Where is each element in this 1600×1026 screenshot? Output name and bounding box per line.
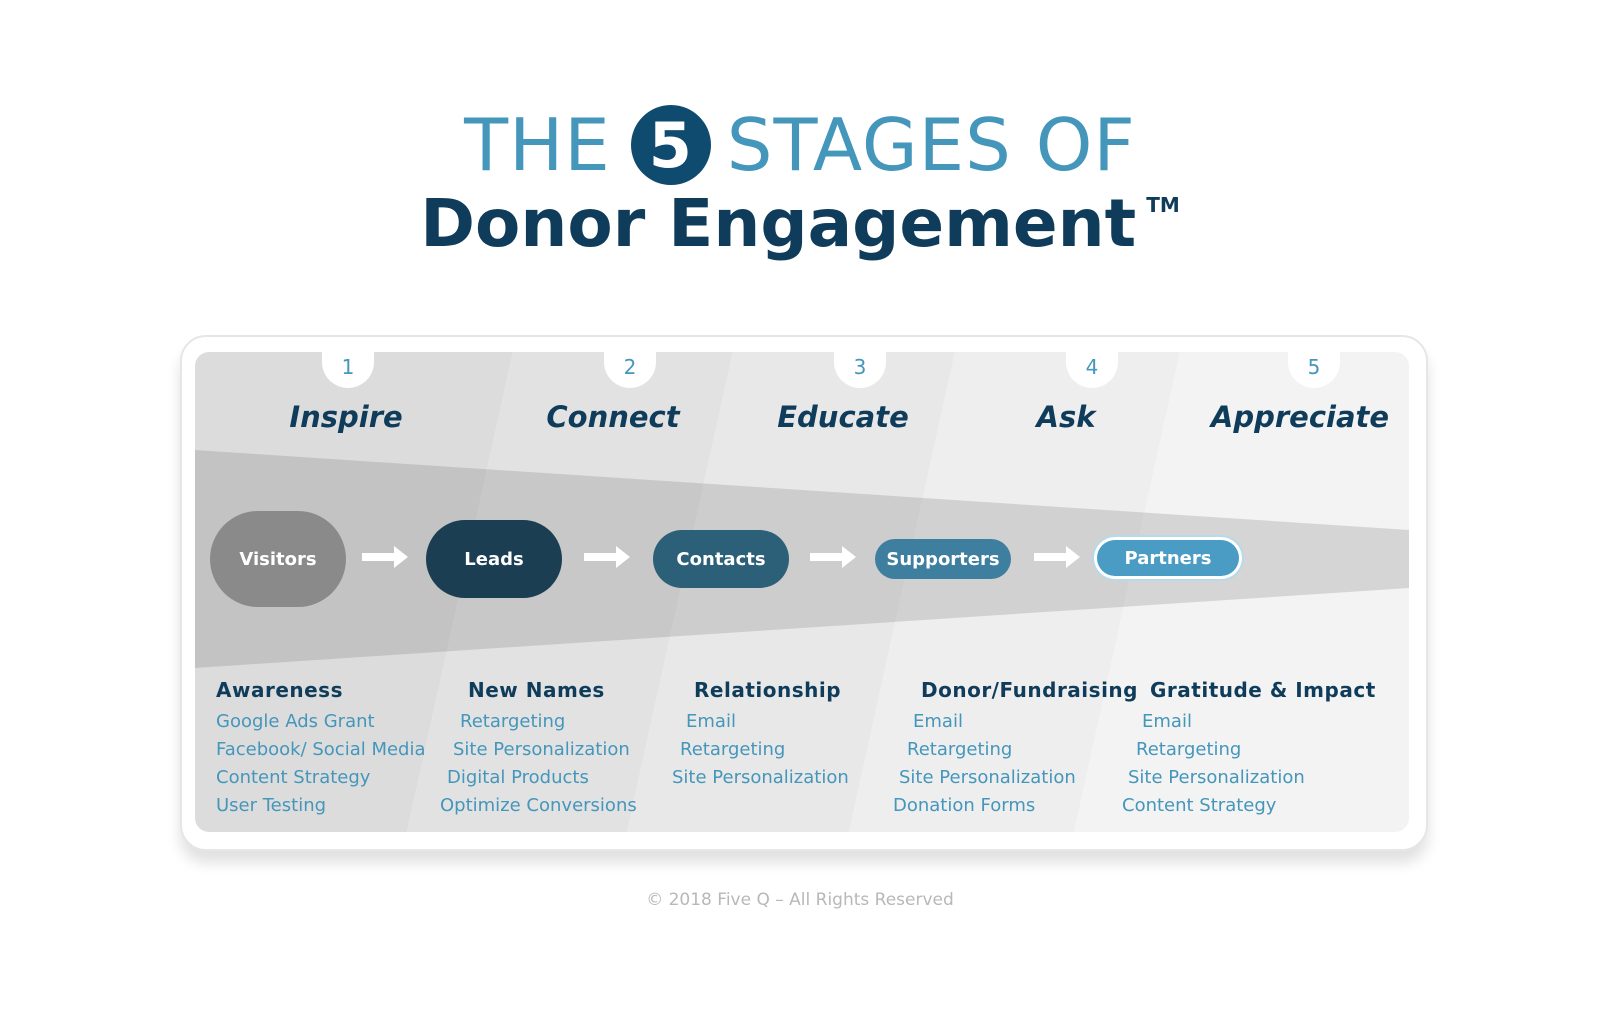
- list-item: Google Ads Grant: [216, 711, 375, 732]
- stage-3-category: Relationship: [694, 678, 842, 702]
- list-item: Email: [913, 711, 963, 732]
- title-main: Donor Engagement: [420, 185, 1137, 262]
- stage-2-category: New Names: [468, 678, 605, 702]
- list-item: Site Personalization: [672, 767, 849, 788]
- list-item: Facebook/ Social Media: [216, 739, 426, 760]
- list-item: Email: [1142, 711, 1192, 732]
- pill-visitors: Visitors: [210, 511, 346, 607]
- stage-5-name: Appreciate: [1210, 400, 1390, 434]
- stage-2-name: Connect: [546, 400, 680, 434]
- title-line-1: THE 5 STAGES OF: [0, 100, 1600, 190]
- stage-5-category: Gratitude & Impact: [1150, 678, 1376, 702]
- list-item: Content Strategy: [216, 767, 371, 788]
- list-item: Retargeting: [1136, 739, 1242, 760]
- stage-5-number-tab: 5: [1288, 352, 1340, 388]
- list-item: User Testing: [216, 795, 327, 816]
- pill-supporters: Supporters: [875, 539, 1011, 579]
- stage-1-name: Inspire: [289, 400, 403, 434]
- diagram-panel: [195, 352, 1409, 832]
- arrow-right-icon: [1034, 546, 1080, 568]
- list-item: Donation Forms: [893, 795, 1036, 816]
- list-item: Content Strategy: [1122, 795, 1277, 816]
- list-item: Site Personalization: [453, 739, 630, 760]
- arrow-right-icon: [810, 546, 856, 568]
- arrow-right-icon: [584, 546, 630, 568]
- title-suffix: STAGES OF: [726, 103, 1136, 187]
- pill-leads: Leads: [426, 520, 562, 598]
- stage-4-category: Donor/Fundraising: [921, 678, 1138, 702]
- stage-1-category: Awareness: [216, 678, 343, 702]
- stage-3-number-tab: 3: [834, 352, 886, 388]
- list-item: Retargeting: [907, 739, 1013, 760]
- title-number-badge: 5: [630, 105, 711, 185]
- list-item: Digital Products: [447, 767, 589, 788]
- funnel-background: [195, 352, 1409, 832]
- pill-partners: Partners: [1097, 540, 1239, 576]
- title-line-2: Donor Engagement TM: [0, 185, 1600, 275]
- stage-3-name: Educate: [777, 400, 909, 434]
- list-item: Site Personalization: [1128, 767, 1305, 788]
- copyright-text: © 2018 Five Q – All Rights Reserved: [646, 890, 954, 910]
- list-item: Email: [686, 711, 736, 732]
- title-prefix: THE: [464, 103, 611, 187]
- list-item: Retargeting: [460, 711, 566, 732]
- stage-4-name: Ask: [1036, 400, 1096, 434]
- list-item: Optimize Conversions: [440, 795, 637, 816]
- arrow-right-icon: [362, 546, 408, 568]
- trademark-symbol: TM: [1146, 193, 1180, 217]
- list-item: Site Personalization: [899, 767, 1076, 788]
- list-item: Retargeting: [680, 739, 786, 760]
- pill-contacts: Contacts: [653, 530, 789, 588]
